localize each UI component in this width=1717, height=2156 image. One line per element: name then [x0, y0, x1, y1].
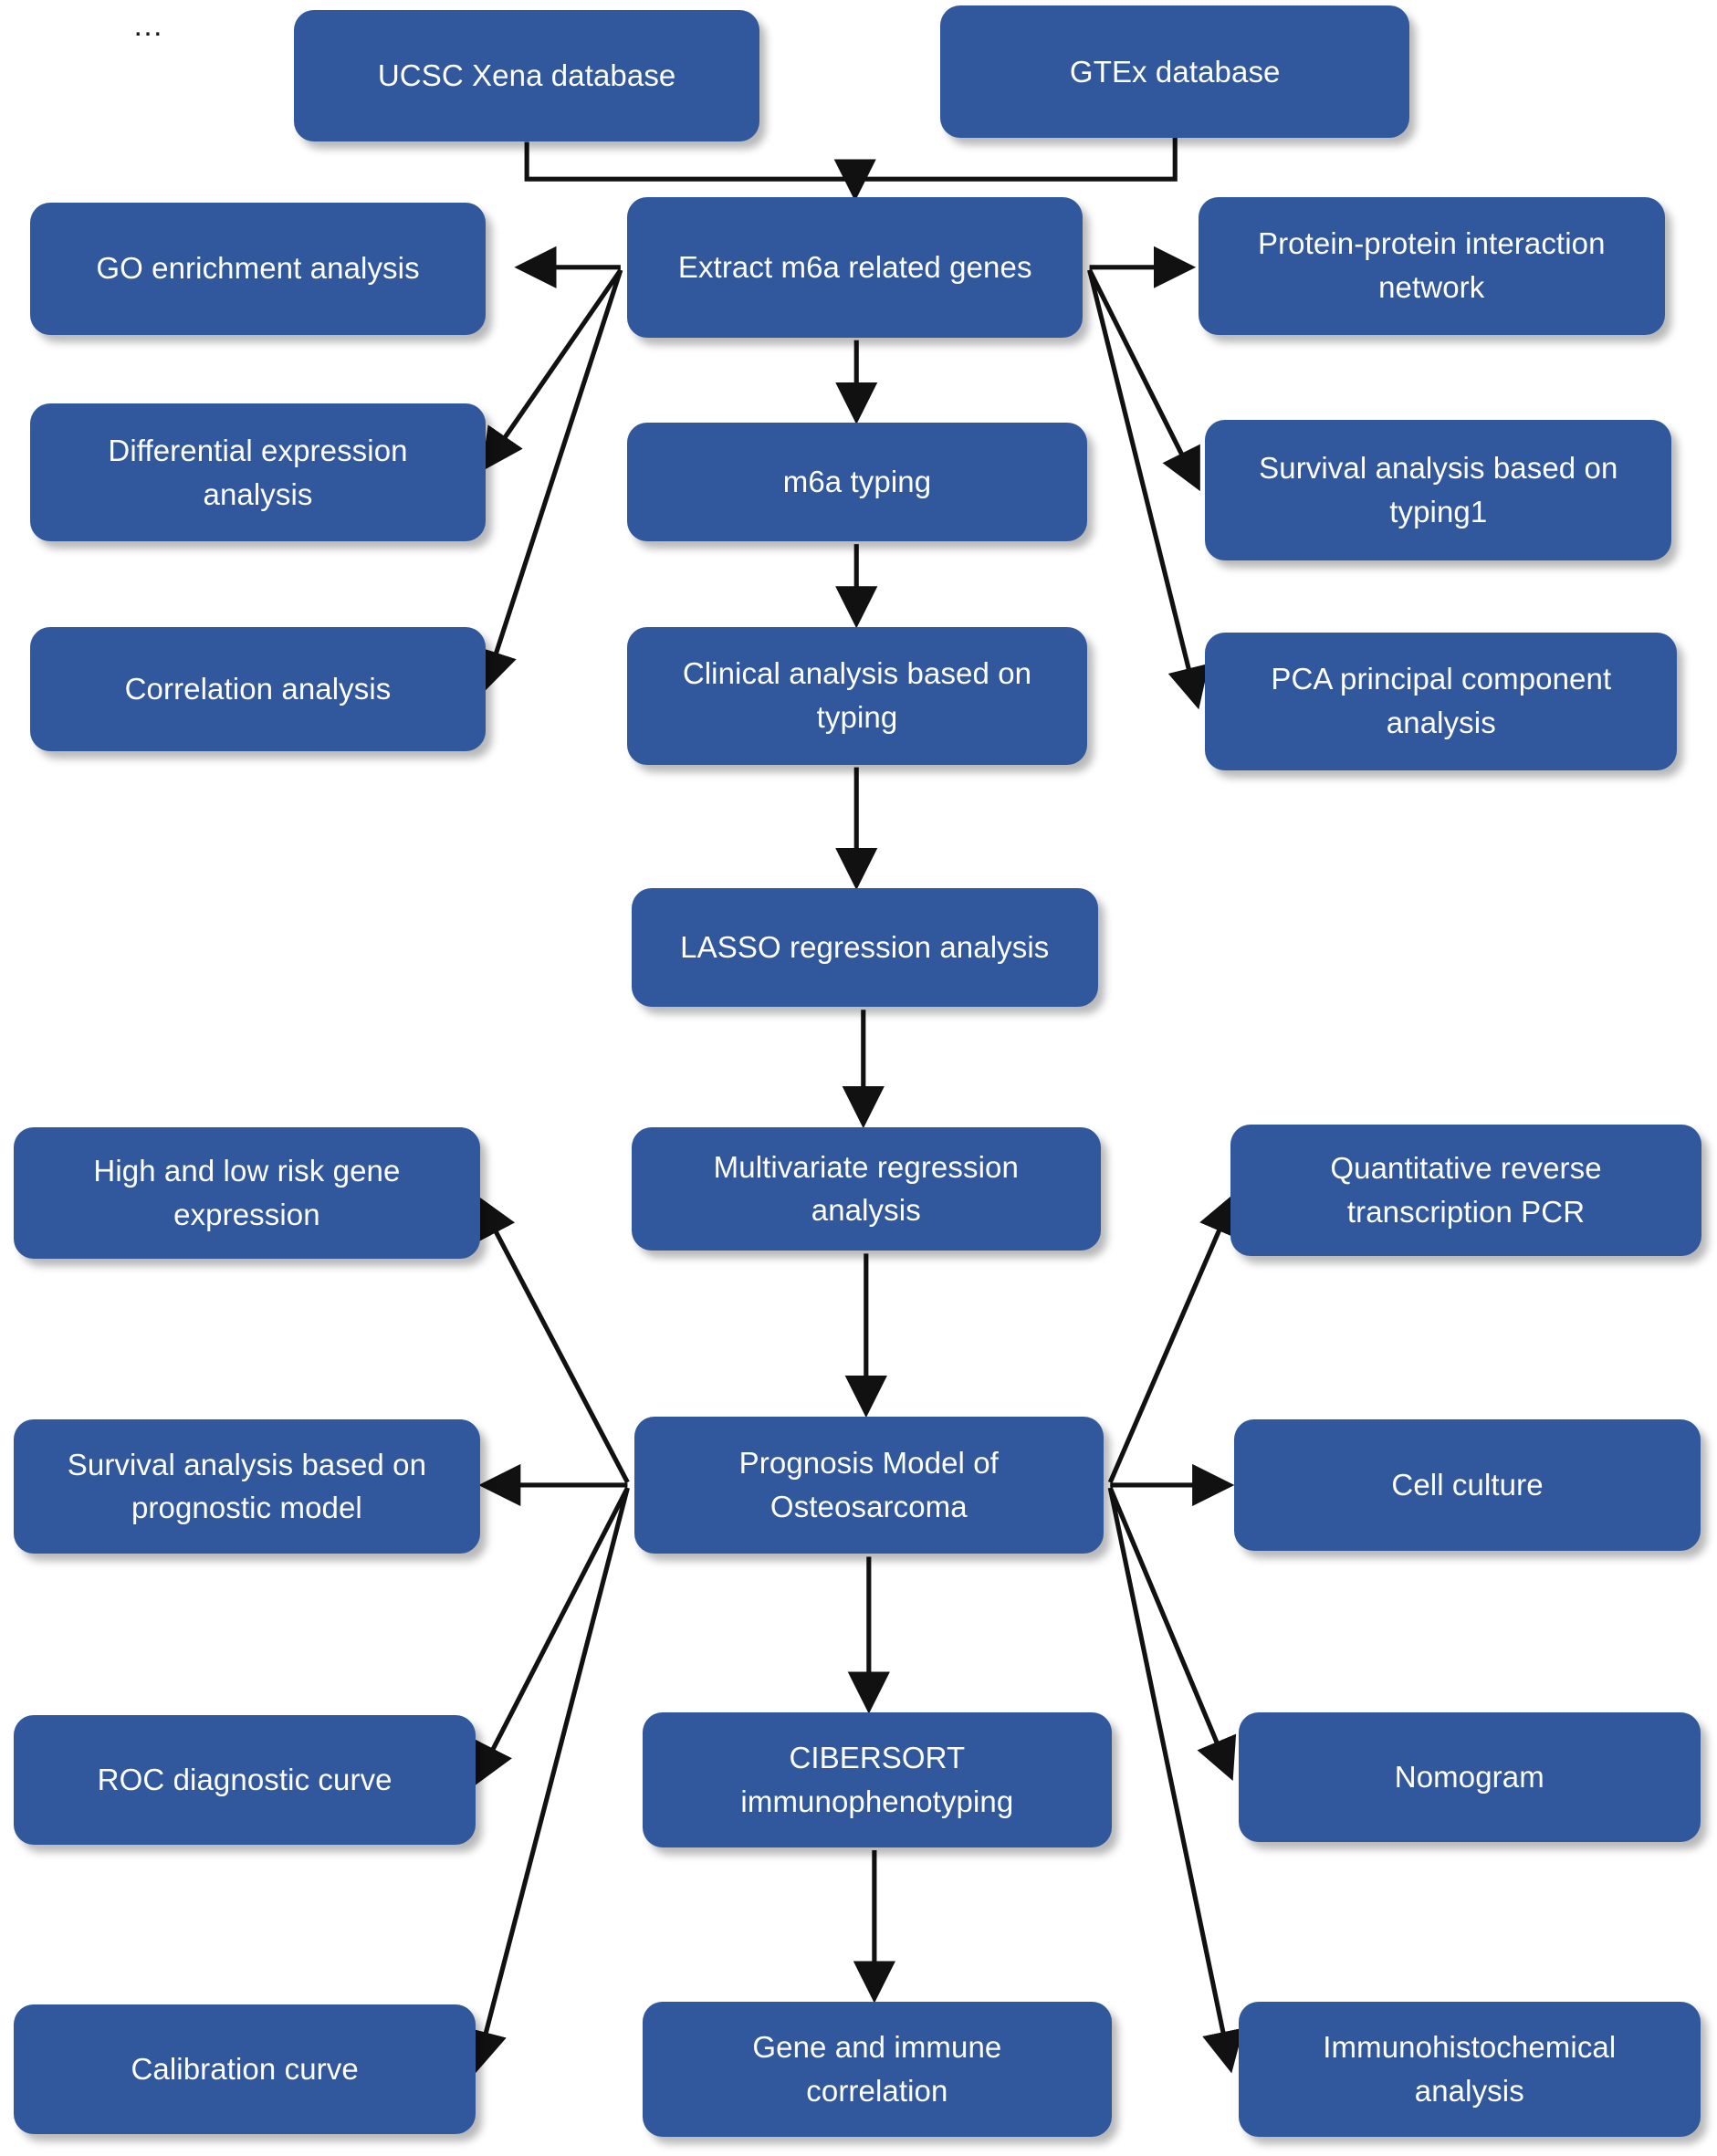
node-label: Gene and immune correlation — [752, 2030, 1002, 2108]
node-label: UCSC Xena database — [377, 58, 676, 93]
node-label: Differential expression analysis — [108, 433, 408, 511]
node-pca-principal-component-analysis[interactable]: PCA principal component analysis — [1205, 632, 1678, 770]
node-label: PCA principal component analysis — [1271, 662, 1612, 740]
node-nomogram[interactable]: Nomogram — [1238, 1712, 1701, 1842]
node-protein-protein-interaction-network[interactable]: Protein-protein interaction network — [1198, 196, 1665, 335]
node-label: GTEx database — [1069, 54, 1281, 89]
node-label: High and low risk gene expression — [93, 1154, 401, 1232]
node-label: LASSO regression analysis — [680, 930, 1050, 965]
node-label: m6a typing — [782, 465, 932, 499]
node-survival-analysis-based-on-prognostic-model[interactable]: Survival analysis based on prognostic mo… — [14, 1418, 480, 1554]
node-lasso-regression-analysis[interactable]: LASSO regression analysis — [631, 888, 1098, 1008]
node-label: Clinical analysis based on typing — [682, 656, 1032, 735]
node-multivariate-regression-analysis[interactable]: Multivariate regression analysis — [631, 1126, 1101, 1251]
node-go-enrichment-analysis[interactable]: GO enrichment analysis — [30, 202, 486, 335]
node-quantitative-reverse-transcription-pcr[interactable]: Quantitative reverse transcription PCR — [1230, 1124, 1702, 1257]
node-clinical-analysis-based-on-typing[interactable]: Clinical analysis based on typing — [627, 626, 1087, 765]
node-label: Multivariate regression analysis — [713, 1149, 1019, 1228]
node-gtex-database[interactable]: GTEx database — [940, 5, 1410, 138]
node-roc-diagnostic-curve[interactable]: ROC diagnostic curve — [14, 1715, 476, 1845]
node-cibersort-immunophenotyping[interactable]: CIBERSORT immunophenotyping — [643, 1712, 1112, 1847]
node-label: ROC diagnostic curve — [97, 1763, 393, 1797]
node-label: Calibration curve — [131, 2051, 359, 2086]
node-label: Quantitative reverse transcription PCR — [1330, 1151, 1602, 1229]
node-gene-and-immune-correlation[interactable]: Gene and immune correlation — [643, 2001, 1112, 2137]
node-high-and-low-risk-gene-expression[interactable]: High and low risk gene expression — [14, 1126, 480, 1260]
node-calibration-curve[interactable]: Calibration curve — [14, 2004, 476, 2134]
node-label: Survival analysis based on typing1 — [1259, 451, 1618, 529]
node-extract-m6a-related-genes[interactable]: Extract m6a related genes — [627, 196, 1083, 338]
ellipsis-marker: … — [132, 8, 166, 44]
node-label: Correlation analysis — [124, 671, 392, 706]
node-label: GO enrichment analysis — [96, 251, 420, 286]
node-label: Survival analysis based on prognostic mo… — [67, 1447, 427, 1525]
node-label: Extract m6a related genes — [677, 249, 1032, 284]
node-differential-expression-analysis[interactable]: Differential expression analysis — [30, 403, 486, 542]
node-label: CIBERSORT immunophenotyping — [740, 1741, 1014, 1818]
node-label: Nomogram — [1394, 1760, 1544, 1795]
node-cell-culture[interactable]: Cell culture — [1234, 1418, 1701, 1552]
node-immunohistochemical-analysis[interactable]: Immunohistochemical analysis — [1238, 2001, 1701, 2137]
node-label: Prognosis Model of Osteosarcoma — [738, 1446, 999, 1523]
node-survival-analysis-based-on-typing1[interactable]: Survival analysis based on typing1 — [1205, 420, 1672, 561]
node-label: Cell culture — [1391, 1468, 1544, 1502]
node-ucsc-xena-database[interactable]: UCSC Xena database — [293, 9, 760, 142]
node-label: Immunohistochemical analysis — [1323, 2030, 1617, 2108]
node-label: Protein-protein interaction network — [1257, 226, 1606, 305]
node-correlation-analysis[interactable]: Correlation analysis — [30, 626, 486, 751]
node-m6a-typing[interactable]: m6a typing — [627, 423, 1087, 542]
node-prognosis-model-of-osteosarcoma[interactable]: Prognosis Model of Osteosarcoma — [633, 1416, 1104, 1554]
